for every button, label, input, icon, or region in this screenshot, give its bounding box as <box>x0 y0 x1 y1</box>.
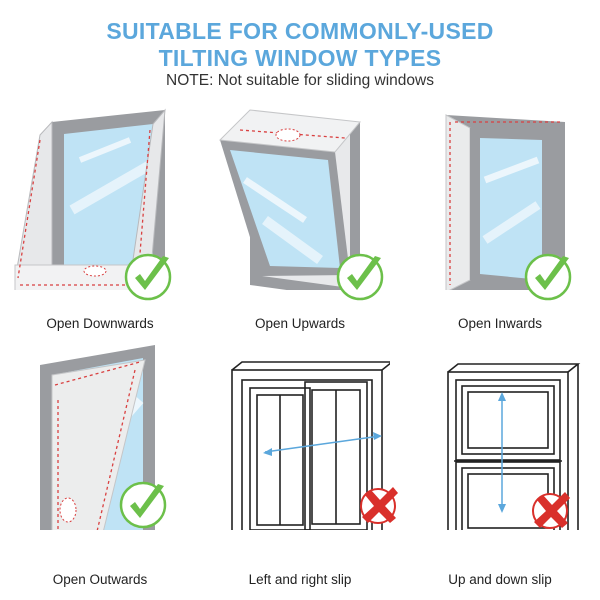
check-icon <box>124 253 172 301</box>
open-upwards-window-illustration <box>218 109 361 290</box>
caption-open-downwards: Open Downwards <box>46 316 154 331</box>
caption-open-outwards: Open Outwards <box>52 572 148 587</box>
caption-left-right-slip: Left and right slip <box>248 572 352 587</box>
cross-icon <box>532 492 570 529</box>
caption-open-upwards: Open Upwards <box>254 316 346 331</box>
up-down-slip-window-illustration <box>447 363 581 530</box>
window-card-open-inwards: Open Inwards <box>410 100 590 331</box>
window-card-open-downwards: Open Downwards <box>10 100 190 331</box>
title-line-2: TILTING WINDOW TYPES <box>158 45 442 71</box>
caption-up-down-slip: Up and down slip <box>448 572 552 587</box>
title-line-1: SUITABLE FOR COMMONLY-USED <box>106 18 494 44</box>
open-inwards-window-illustration <box>445 114 565 290</box>
check-icon <box>119 481 167 529</box>
caption-open-inwards: Open Inwards <box>457 316 543 331</box>
window-card-open-outwards: Open Outwards <box>10 340 190 587</box>
check-icon <box>524 253 572 301</box>
cross-icon <box>360 487 398 524</box>
window-card-up-down-slip: Up and down slip <box>410 340 590 587</box>
check-icon <box>336 253 384 301</box>
window-card-open-upwards: Open Upwards <box>210 100 390 331</box>
open-outwards-window-illustration <box>40 345 155 530</box>
left-right-slip-window-illustration <box>231 361 390 530</box>
window-card-left-right-slip: Left and right slip <box>210 340 398 587</box>
note-text: NOTE: Not suitable for sliding windows <box>166 72 434 89</box>
